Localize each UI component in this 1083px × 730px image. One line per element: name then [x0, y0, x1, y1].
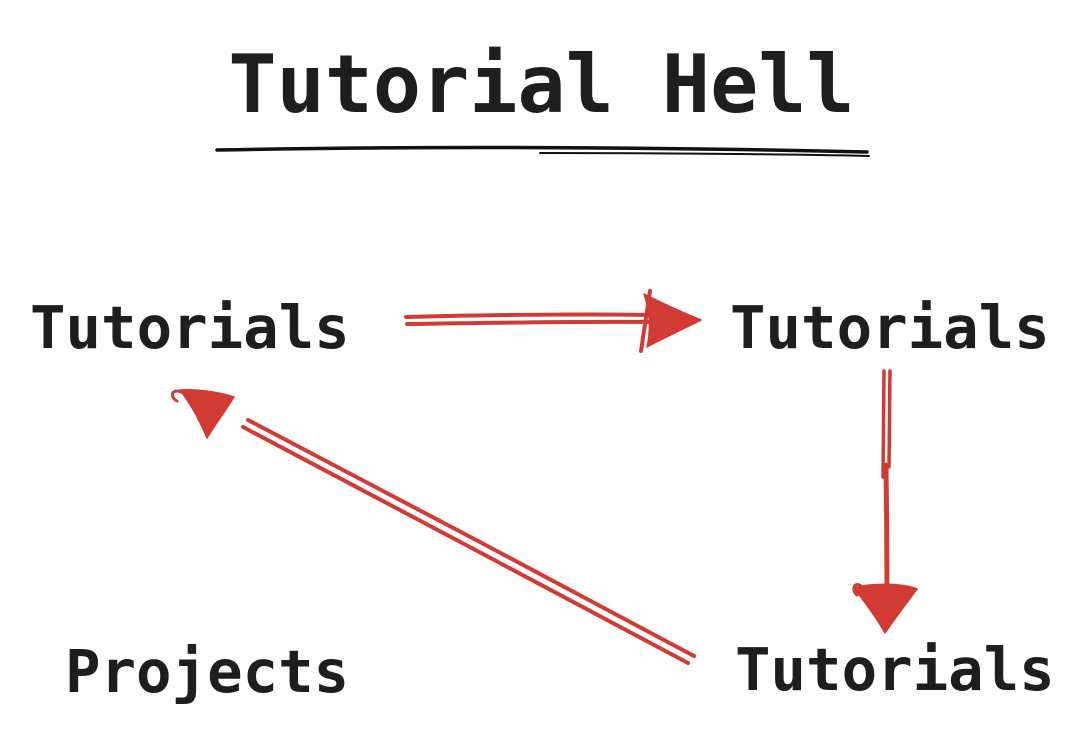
node-tutorials-bottom-right: Tutorials: [735, 635, 1055, 704]
arrow-tutorials3-to-tutorials1: [170, 389, 696, 665]
node-tutorials-top-right: Tutorials: [730, 293, 1050, 362]
title-underline: [215, 145, 870, 157]
node-projects: Projects: [65, 637, 350, 706]
arrow-tutorials1-to-tutorials2: [404, 289, 702, 353]
node-tutorials-top-left: Tutorials: [30, 293, 350, 362]
page-title: Tutorial Hell: [228, 38, 855, 131]
arrow-tutorials2-to-tutorials3: [852, 369, 918, 634]
